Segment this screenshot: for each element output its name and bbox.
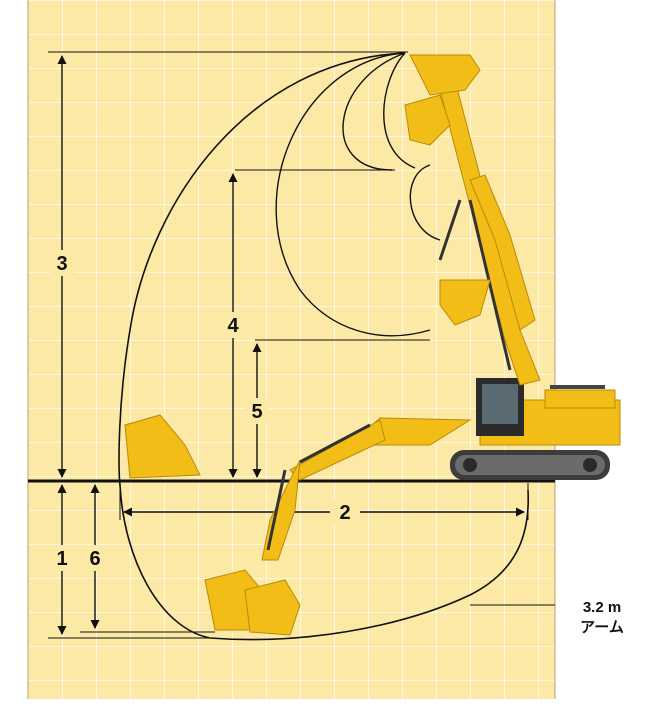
excavator-icon bbox=[450, 378, 621, 480]
dimension-label-2: 2 bbox=[339, 502, 350, 524]
reach-arc-3 bbox=[409, 164, 441, 241]
dimension-label-4: 4 bbox=[227, 315, 239, 337]
dimension-label-3: 3 bbox=[56, 253, 67, 275]
reach-arc-1 bbox=[342, 52, 406, 171]
arm-type-label: アーム bbox=[580, 619, 624, 636]
dimension-label-6: 6 bbox=[89, 548, 100, 570]
bucket-icon bbox=[124, 54, 491, 636]
excavator-boom-low bbox=[261, 417, 472, 561]
reach-arc-4 bbox=[275, 52, 431, 337]
dimension-label-1: 1 bbox=[56, 548, 67, 570]
grid-lines bbox=[28, 0, 555, 699]
working-range-envelope bbox=[118, 52, 530, 641]
reach-arc-2 bbox=[383, 52, 416, 169]
arm-length-value: 3.2 m bbox=[583, 599, 621, 616]
dimension-label-5: 5 bbox=[251, 401, 262, 423]
